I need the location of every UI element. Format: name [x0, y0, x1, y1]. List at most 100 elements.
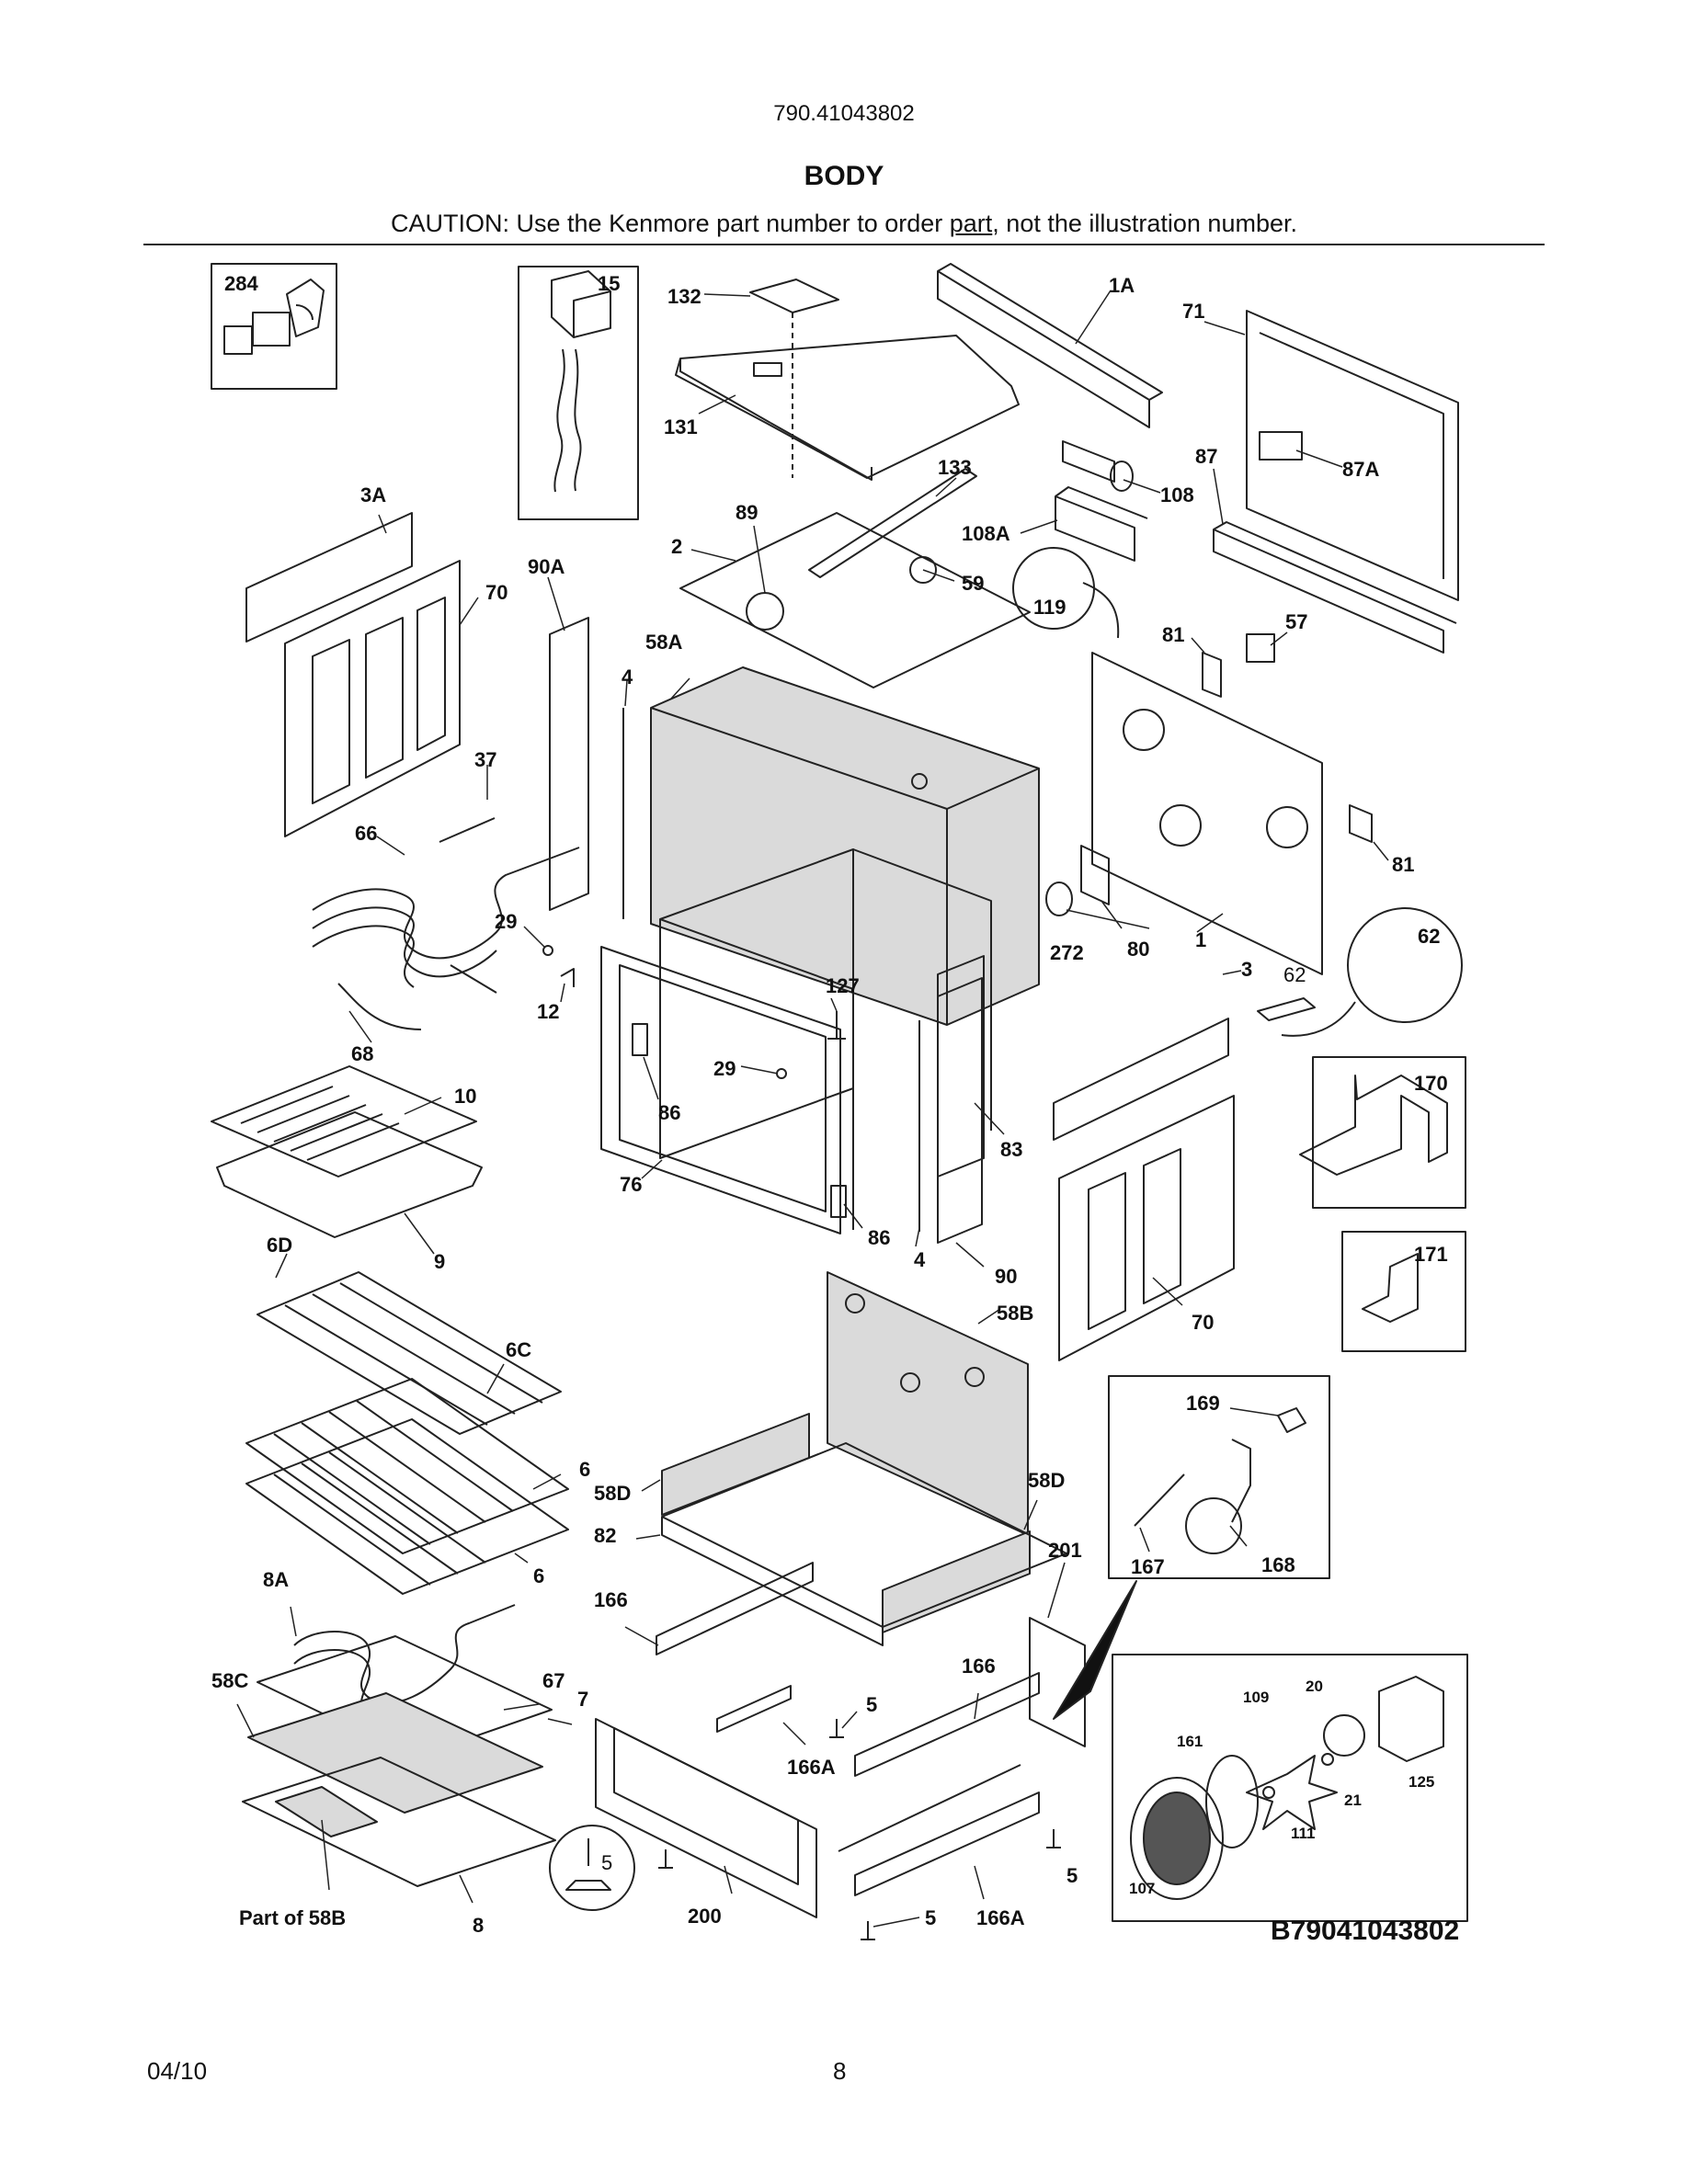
callout-161: 161	[1177, 1733, 1203, 1750]
leveling-leg-5-detail	[549, 1825, 635, 1911]
bracket-170	[1299, 1075, 1448, 1176]
top-shield-131	[675, 335, 1020, 481]
leveling-leg-5-d	[658, 1849, 673, 1869]
callout-81-right: 81	[1392, 853, 1414, 876]
callout-1: 1	[1195, 928, 1206, 951]
callout-67: 67	[542, 1669, 565, 1692]
latch-knob-169	[1277, 1407, 1306, 1433]
callout-3: 3	[1241, 958, 1252, 981]
callout-15: 15	[598, 272, 620, 295]
inset-168-pointer	[1053, 1580, 1137, 1720]
drawer-front-200	[595, 1718, 817, 1918]
inset-box-170	[1312, 1056, 1466, 1209]
callout-4-top: 4	[622, 665, 633, 688]
terminal-block-284	[223, 279, 325, 355]
broil-insert-10	[211, 1065, 477, 1177]
footer-date: 04/10	[147, 2057, 208, 2085]
callout-57: 57	[1285, 610, 1307, 633]
callout-4-bottom: 4	[914, 1248, 926, 1271]
callout-168: 168	[1261, 1553, 1295, 1576]
side-panel-70-right	[1058, 1095, 1235, 1361]
callout-58D-left: 58D	[594, 1482, 631, 1505]
callout-132: 132	[667, 285, 701, 308]
oven-rack-6-lower	[245, 1418, 569, 1595]
rear-bracket-1A	[937, 263, 1163, 428]
callout-5-detail: 5	[601, 1851, 612, 1874]
nut-111	[1262, 1786, 1275, 1799]
inset-box-168	[1108, 1375, 1330, 1579]
callout-166A-right: 166A	[976, 1906, 1025, 1929]
nut-21	[1321, 1753, 1334, 1766]
callout-68: 68	[351, 1042, 373, 1065]
caution-suffix: , not the illustration number.	[992, 210, 1297, 237]
drawing-id: B79041043802	[1271, 1916, 1459, 1946]
drawer-rod	[838, 1764, 1021, 1852]
inset-circle-62	[1347, 907, 1463, 1023]
back-panel-71	[1246, 310, 1459, 601]
caution-note: CAUTION: Use the Kenmore part number to …	[0, 210, 1688, 238]
screw-29-left	[542, 945, 553, 956]
callout-8A: 8A	[263, 1568, 289, 1591]
callout-58C: 58C	[211, 1669, 248, 1692]
oven-sensor-15	[551, 270, 611, 493]
callout-70-right: 70	[1192, 1311, 1214, 1334]
callout-201: 201	[1048, 1539, 1082, 1562]
leveling-leg-5-a	[829, 1719, 844, 1738]
terminal-62-small	[1257, 997, 1316, 1021]
callout-83: 83	[1000, 1138, 1022, 1161]
callout-1A: 1A	[1109, 274, 1135, 297]
leader-lines	[236, 290, 1389, 1928]
arrow-119	[1082, 582, 1120, 639]
screw-29-center	[776, 1068, 787, 1079]
callout-6-lower: 6	[533, 1564, 544, 1587]
insulation-58D-left	[661, 1413, 810, 1516]
broil-element-66	[312, 847, 580, 994]
callout-166-left: 166	[594, 1588, 628, 1611]
side-panel-70-left	[284, 560, 461, 837]
callout-29-left: 29	[495, 910, 517, 933]
callout-108A: 108A	[962, 522, 1010, 545]
callout-170: 170	[1414, 1072, 1448, 1095]
callout-6D: 6D	[267, 1234, 292, 1257]
callout-21: 21	[1344, 1792, 1362, 1809]
blower-housing-107	[1130, 1777, 1224, 1900]
callout-111: 111	[1291, 1825, 1316, 1842]
callout-29-center: 29	[713, 1057, 736, 1080]
callout-284: 284	[224, 272, 258, 295]
clip-81-top	[1202, 652, 1222, 698]
callout-10: 10	[454, 1085, 476, 1108]
shield-20	[1323, 1714, 1365, 1757]
callout-127: 127	[826, 974, 860, 997]
clip-12	[560, 968, 575, 987]
clip-37	[439, 817, 496, 843]
callout-20: 20	[1306, 1678, 1323, 1695]
model-number: 790.41043802	[773, 101, 915, 126]
section-title: BODY	[804, 161, 884, 191]
callout-108: 108	[1160, 483, 1194, 506]
leveling-leg-5-c	[861, 1921, 875, 1940]
callout-82: 82	[594, 1524, 616, 1547]
oven-rack-6	[245, 1378, 569, 1554]
clip-81-right	[1349, 804, 1373, 843]
callout-12: 12	[537, 1000, 559, 1023]
callout-3A: 3A	[360, 483, 386, 506]
callout-37: 37	[474, 748, 496, 771]
callout-labels: 284 15 132 1A 71 131 133 87 87A 108 108A…	[211, 272, 1459, 1946]
broil-pan-9	[216, 1111, 483, 1238]
callout-131: 131	[664, 415, 698, 438]
arrow-62	[1281, 1001, 1356, 1037]
sensor-108	[1062, 440, 1134, 492]
fan-blade-109	[1246, 1755, 1338, 1830]
callout-86-bottom: 86	[868, 1226, 890, 1249]
inset-box-284	[211, 263, 337, 390]
drawer-slide-166-right	[854, 1672, 1040, 1777]
callout-169: 169	[1186, 1392, 1220, 1415]
drawer-chassis-82	[661, 1442, 1067, 1646]
callout-6C: 6C	[506, 1338, 531, 1361]
header-rule	[143, 244, 1545, 245]
thermostat-127	[827, 1011, 846, 1040]
bracket-108A	[1055, 486, 1148, 562]
oven-cavity	[659, 848, 992, 1230]
insulation-part-58B	[275, 1786, 378, 1837]
